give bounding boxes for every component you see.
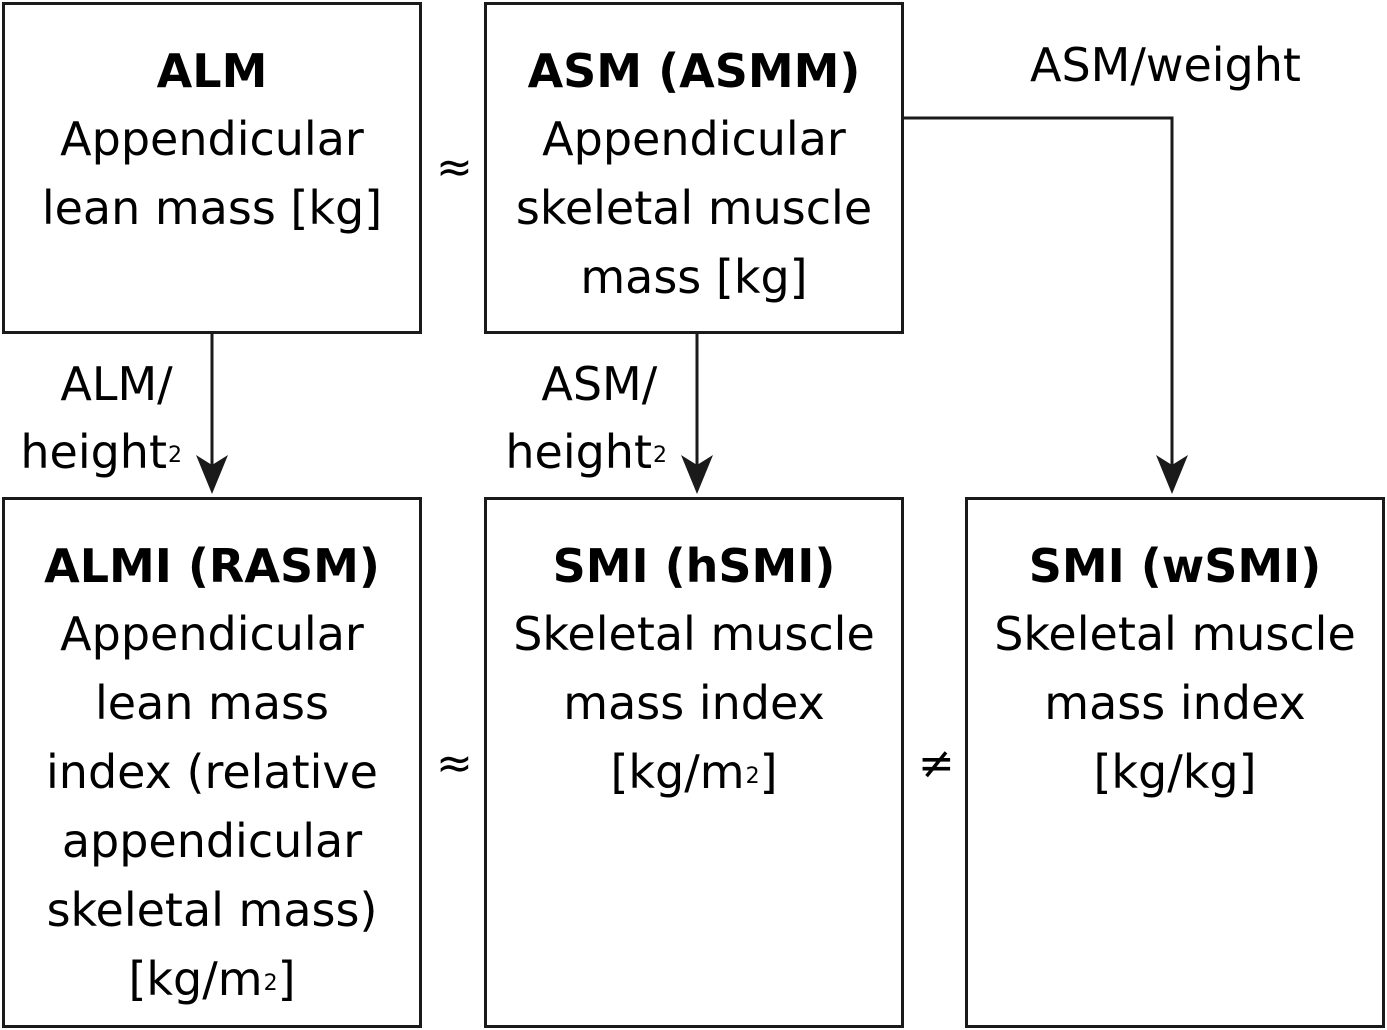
alm-height-label: ALM/ height2	[20, 350, 182, 486]
asm-desc-line: skeletal muscle	[515, 181, 873, 235]
almi-desc-line: lean mass	[95, 676, 329, 730]
wsmi-title: SMI (wSMI)	[1028, 539, 1322, 593]
asm-height-exponent: 2	[653, 443, 667, 468]
arrow-asm-to-wsmi	[903, 116, 1174, 470]
arrowhead-hsmi	[681, 455, 713, 494]
alm-box: ALM Appendicular lean mass [kg]	[2, 2, 422, 334]
almi-box: ALMI (RASM) Appendicular lean mass index…	[2, 497, 422, 1028]
alm-height-base: height	[20, 425, 167, 479]
asm-desc-line: mass [kg]	[580, 250, 808, 304]
almi-unit-base: [kg/m	[128, 952, 263, 1006]
arrowhead-wsmi	[1156, 455, 1188, 494]
hsmi-desc-line: Skeletal muscle	[513, 607, 875, 661]
wsmi-box: SMI (wSMI) Skeletal muscle mass index [k…	[965, 497, 1385, 1028]
hsmi-desc-line: mass index	[563, 676, 825, 730]
alm-height-line1: ALM/	[60, 357, 173, 411]
hsmi-unit: [kg/m2]	[610, 738, 777, 807]
hsmi-unit-exponent: 2	[745, 764, 760, 789]
asm-title: ASM (ASMM)	[527, 44, 861, 98]
alm-desc-line: lean mass [kg]	[41, 181, 383, 235]
almi-desc-line: index (relative	[46, 745, 378, 799]
wsmi-desc-line: Skeletal muscle	[994, 607, 1356, 661]
asm-weight-label: ASM/weight	[1030, 38, 1301, 92]
wsmi-desc-line: [kg/kg]	[1093, 745, 1257, 799]
almi-unit-tail: ]	[277, 952, 296, 1006]
asm-height-line2: height2	[505, 418, 667, 486]
almi-desc-line: skeletal mass)	[46, 883, 378, 937]
hsmi-title: SMI (hSMI)	[552, 539, 836, 593]
asm-box: ASM (ASMM) Appendicular skeletal muscle …	[484, 2, 904, 334]
asm-height-base: height	[505, 425, 652, 479]
almi-title: ALMI (RASM)	[44, 539, 380, 593]
alm-title: ALM	[156, 44, 268, 98]
hsmi-unit-tail: ]	[759, 745, 778, 799]
arrowhead-almi	[196, 455, 228, 494]
almi-desc-line: appendicular	[61, 814, 363, 868]
wsmi-desc-line: mass index	[1044, 676, 1306, 730]
hsmi-unit-base: [kg/m	[610, 745, 745, 799]
asm-desc-line: Appendicular	[542, 112, 846, 166]
approx-almi-hsmi: ≈	[436, 738, 473, 789]
alm-height-line2: height2	[20, 418, 182, 486]
almi-desc-line: Appendicular	[60, 607, 364, 661]
almi-unit-exponent: 2	[263, 971, 278, 996]
alm-desc-line: Appendicular	[60, 112, 364, 166]
asm-height-line1: ASM/	[541, 357, 658, 411]
alm-height-exponent: 2	[168, 443, 182, 468]
not-equal-hsmi-wsmi: ≠	[918, 738, 955, 789]
asm-height-label: ASM/ height2	[505, 350, 667, 486]
hsmi-box: SMI (hSMI) Skeletal muscle mass index [k…	[484, 497, 904, 1028]
almi-unit: [kg/m2]	[128, 945, 295, 1014]
approx-alm-asm: ≈	[436, 142, 473, 193]
